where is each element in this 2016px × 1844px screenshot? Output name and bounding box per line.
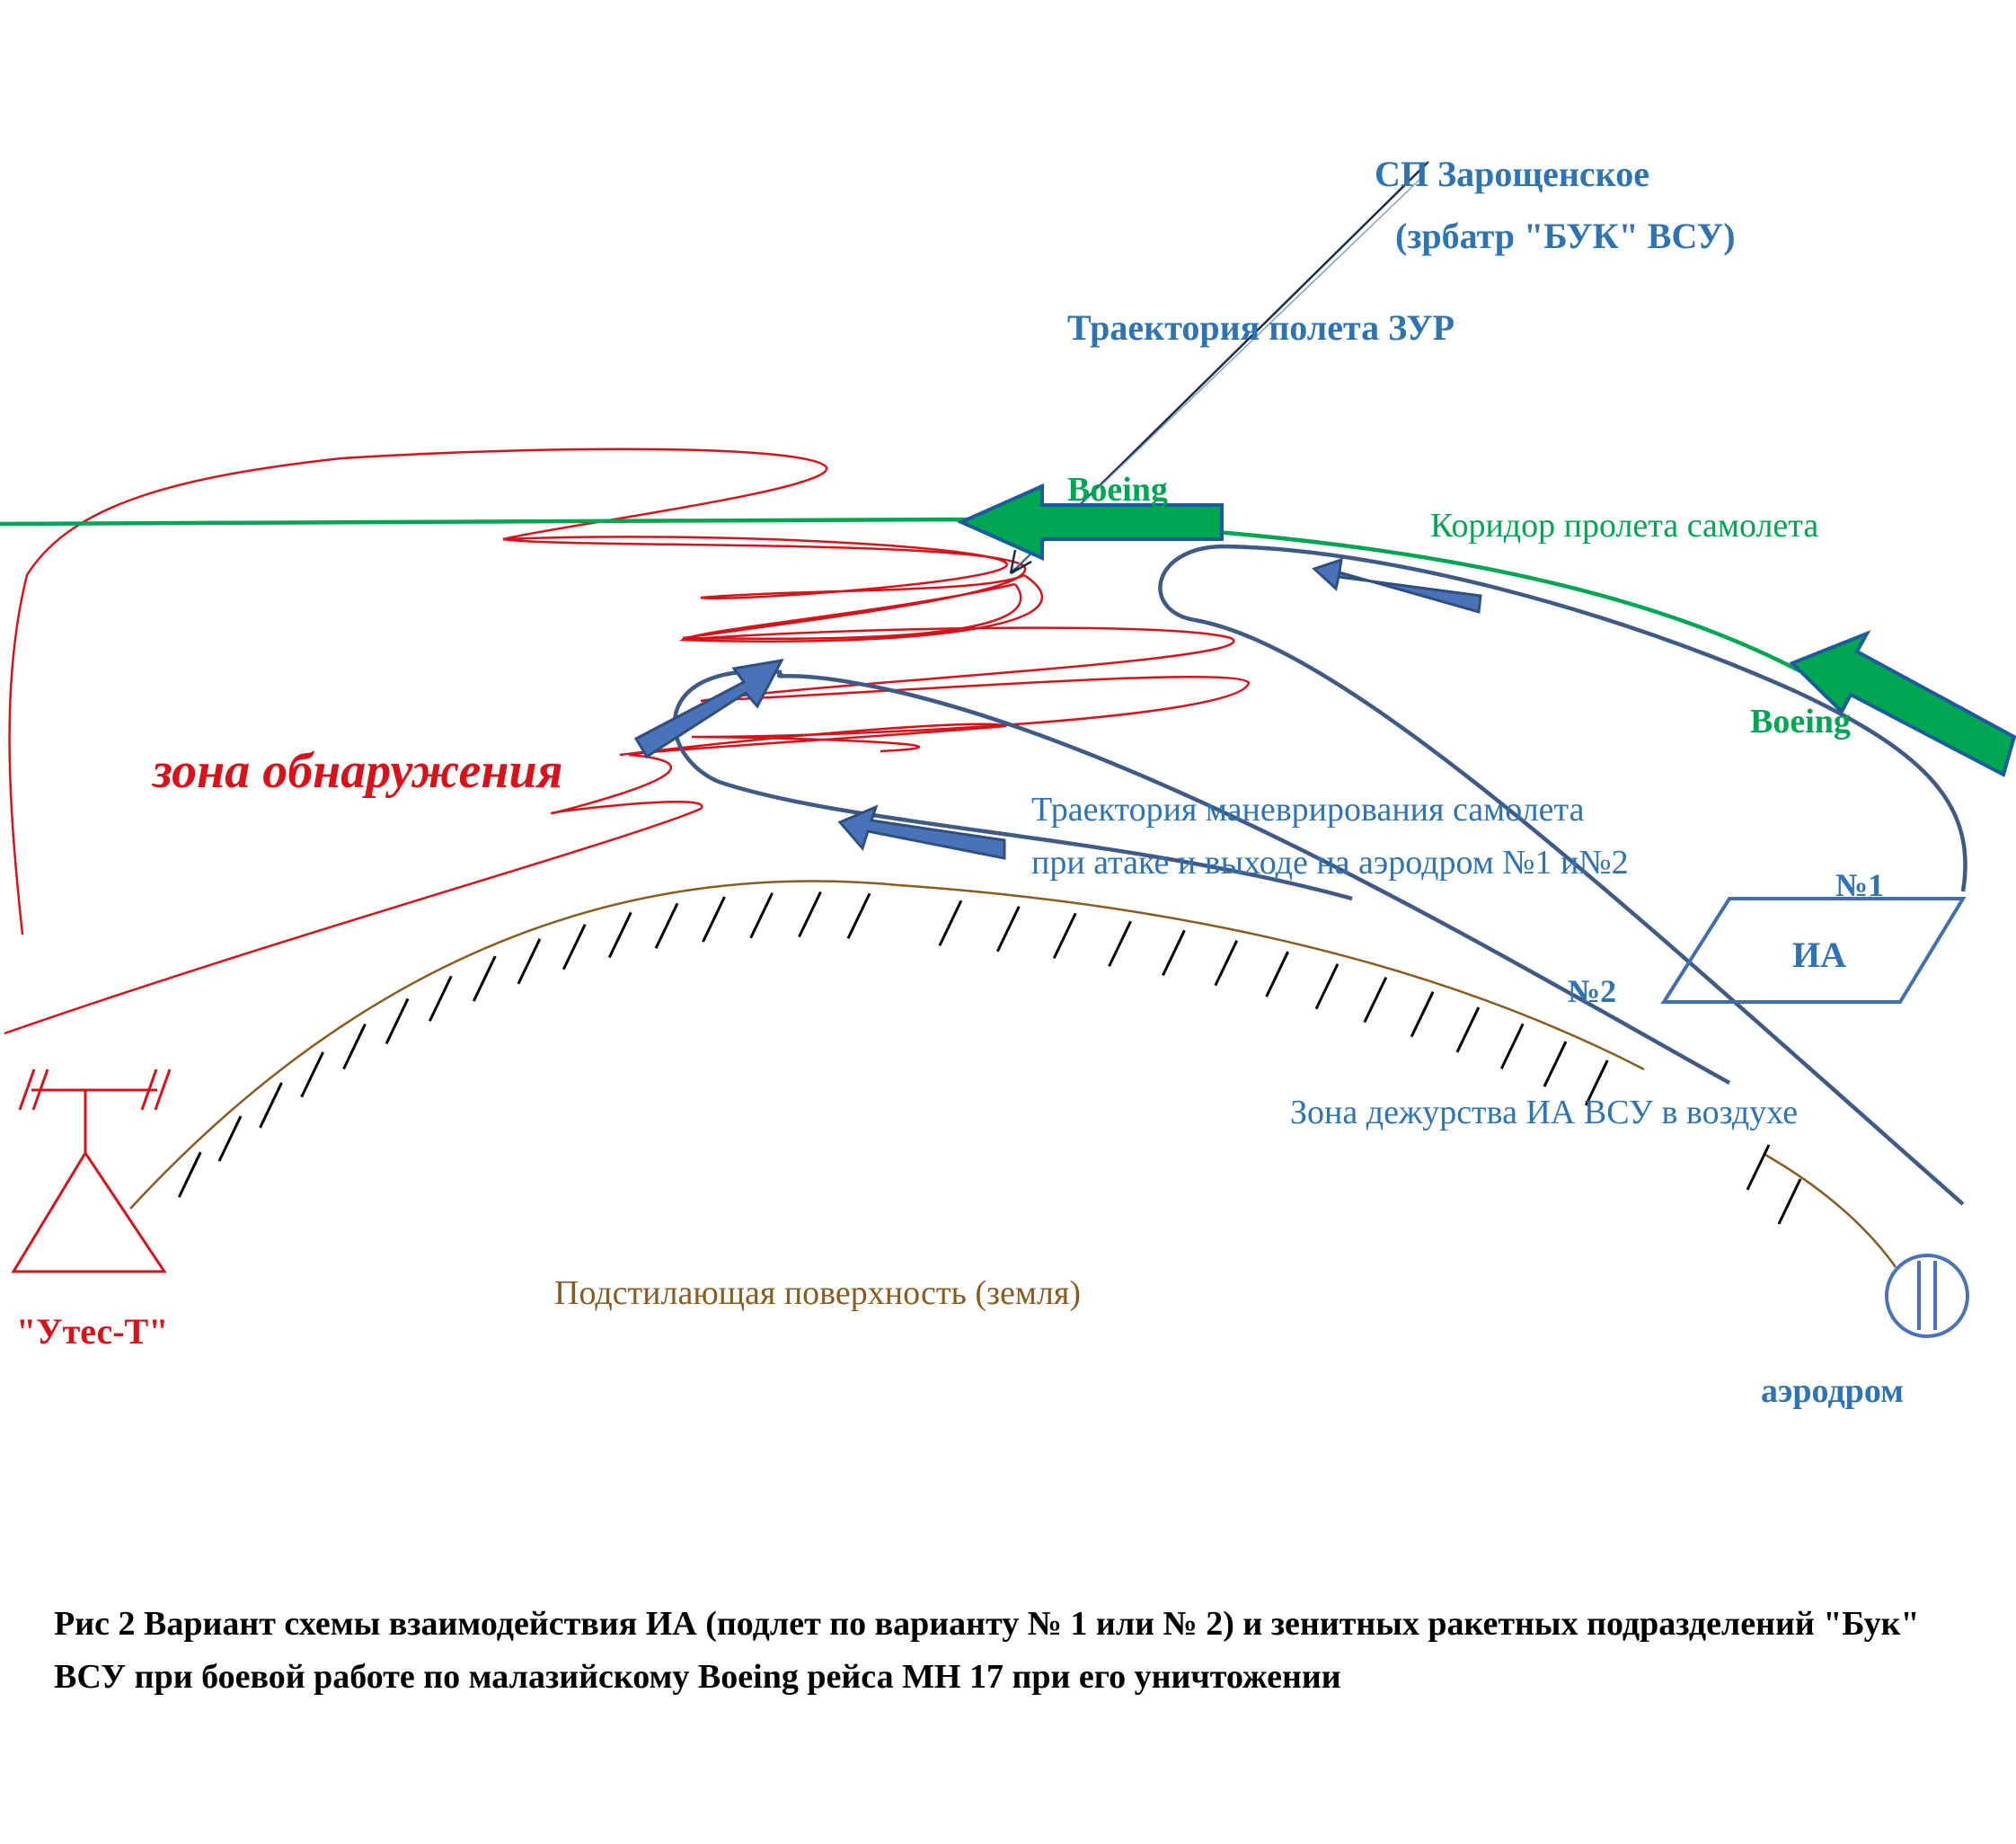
hatch-mark [1777,1178,1802,1225]
boeing-arrow-top-shape [957,483,1224,562]
hatch-mark [607,911,632,959]
ground-arc-right [1764,1153,1897,1268]
hatch-mark [342,1023,367,1070]
hatch-mark [995,906,1021,953]
sp-zaroshchenskoe-label: СП Зарощенское [1375,154,1649,194]
surface-label: Подстилающая поверхность (земля) [554,1274,1081,1312]
hatch-mark [177,1151,202,1198]
hatch-mark [846,892,871,939]
airfield-icon [1885,1254,1969,1338]
flight-corridor [0,483,2016,777]
ground-surface [129,880,1897,1268]
boeing-arrow-right [1789,630,2016,777]
trajectory-no1 [1158,544,1967,1206]
trajectory-no2 [672,669,1731,1085]
hatch-mark [1214,939,1239,987]
maneuver-label-line1: Траектория маневрирования самолета [1031,791,1585,829]
boeing-right-label: Boeing [1750,703,1851,740]
hatch-mark [749,892,774,939]
hatch-mark [1455,1006,1481,1053]
detection-zone-lobe-upper [502,536,1025,600]
boeing-top-label: Boeing [1067,471,1168,509]
radar-triangle [11,1150,167,1273]
ground-hatching [177,891,1802,1225]
fighter-arrows [633,557,1482,860]
figure-caption: Рис 2 Вариант схемы взаимодействия ИА (п… [54,1605,1920,1696]
ia-label: ИА [1792,935,1846,975]
radar-tick [140,1068,158,1111]
hatch-mark [938,900,963,946]
radar-tick [18,1068,36,1111]
hatch-mark [300,1051,324,1098]
missile-tip [1009,549,1032,575]
hatch-mark [798,891,822,938]
utes-label: "Утес-Т" [16,1311,168,1352]
hatch-mark [1499,1023,1525,1070]
hatch-mark [561,924,587,971]
hatch-mark [1543,1041,1568,1087]
detection-zone-outline [8,448,1044,935]
maneuver-label-line2: при атаке и выходе на аэродром №1 и№2 [1031,844,1629,882]
hatch-mark [1314,963,1340,1010]
ia-box [1660,897,1967,1004]
detection-zone-lobe-lower [4,723,1007,1035]
hatch-mark [517,938,542,985]
hatch-mark [1746,1144,1771,1191]
hatch-mark [1584,1059,1609,1106]
fighter-trajectories [672,544,1967,1206]
hatch-mark [654,902,679,949]
hatch-mark [472,955,497,1002]
fighter-arrow-low [837,804,1006,860]
hatch-mark [259,1082,283,1129]
utes-radar-icon [11,1068,172,1273]
hatch-mark [1052,912,1077,960]
detection-zone-label: зона обнаружения [151,743,562,799]
hatch-mark [1108,920,1132,967]
fighter-arrow-top-right [1312,557,1482,614]
hatch-mark [1410,991,1435,1038]
fighter-arrow-mid-left [633,659,784,759]
ia-group: ИА [1660,897,1967,1004]
radar-tick [154,1068,172,1111]
hatch-mark [385,997,410,1045]
detection-zone [4,448,1251,1035]
hatch-mark [1363,976,1388,1024]
diagram-labels: СП Зарощенское (зрбатр "БУК" ВСУ) Траект… [16,154,1904,1410]
zrbatr-label: (зрбатр "БУК" ВСУ) [1395,216,1736,256]
hatch-mark [702,896,726,943]
route-no1-label: №1 [1835,867,1884,903]
boeing-arrow-right-shape [1789,630,2016,777]
corridor-label: Коридор пролета самолета [1430,507,1818,545]
duty-zone-label: Зона дежурства ИА ВСУ в воздухе [1290,1094,1798,1131]
airfield-circle [1885,1254,1969,1338]
route-no2-label: №2 [1568,973,1616,1009]
hatch-mark [1162,929,1186,976]
detection-zone-lobe-middle [682,626,1251,753]
hatch-mark [428,975,453,1022]
zur-trajectory-label: Траектория полета ЗУР [1067,307,1455,348]
airfield-label: аэродром [1761,1372,1904,1410]
boeing-arrow-top [957,483,1224,562]
radar-tick [31,1068,49,1111]
ground-arc [129,880,1645,1210]
hatch-mark [217,1115,243,1162]
hatch-mark [1265,951,1289,997]
